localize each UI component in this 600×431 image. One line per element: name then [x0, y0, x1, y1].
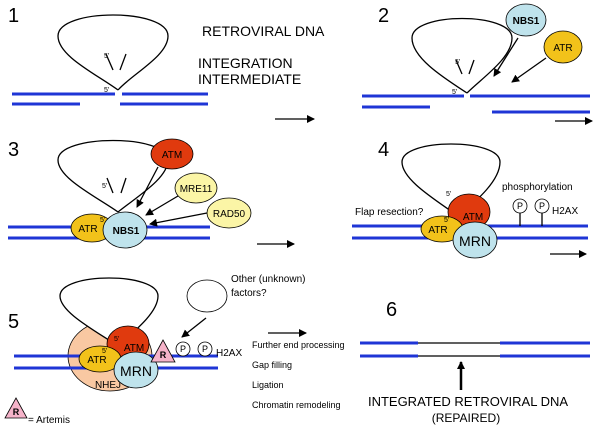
phosphate-label: P [517, 201, 523, 211]
five-prime-label: 5' [452, 89, 457, 96]
mrn-complex [452, 221, 498, 259]
nbs1-protein [505, 3, 547, 37]
five-prime-label: 5' [104, 87, 109, 94]
mre11-protein [174, 172, 218, 204]
panel-6-number: 6 [386, 299, 397, 321]
atr-label: ATR [553, 43, 572, 54]
mrn-label: MRN [120, 363, 152, 379]
viral-end-strand-1 [105, 53, 114, 71]
arrow-nbs1-binding [493, 37, 519, 77]
arrow-atm-binding [136, 166, 159, 208]
atr-protein [543, 30, 583, 64]
phosphate-group [512, 198, 528, 214]
arrow-mre11-binding [145, 195, 179, 216]
panel-5-number: 5 [8, 311, 19, 333]
artemis-legend-text: = Artemis [28, 415, 70, 426]
artemis-legend-symbol [4, 397, 28, 419]
panel-2: 2 5' 5' NBS1 ATR [362, 3, 593, 125]
phosphate-label: P [202, 344, 208, 354]
five-prime-label: 5' [104, 53, 109, 60]
atm-label: ATM [124, 343, 144, 354]
step-further-end-processing: Further end processing [252, 340, 345, 350]
phosphate-label: P [539, 201, 545, 211]
phosphate-group [534, 198, 550, 214]
arrow-atr-binding [511, 57, 547, 83]
flap-resection-label: Flap resection? [355, 207, 424, 218]
nbs1-label: NBS1 [113, 226, 140, 237]
five-prime-label: 5' [444, 217, 449, 224]
atr-label: ATR [78, 224, 97, 235]
retroviral-dna-loop [57, 139, 169, 213]
panel-6: 6 Further end processing Gap filling Lig… [252, 299, 590, 425]
mrn-complex [113, 351, 159, 389]
atm-label: ATM [162, 150, 182, 161]
retroviral-dna-loop [57, 14, 169, 91]
unknown-factors-label: factors? [231, 288, 267, 299]
atm-label: ATM [463, 212, 483, 223]
five-prime-label: 5' [446, 191, 451, 198]
viral-end-strand-1 [455, 59, 463, 75]
step-ligation: Ligation [252, 380, 284, 390]
retroviral-dna-title: RETROVIRAL DNA [202, 23, 325, 39]
panel-2-number: 2 [378, 5, 389, 27]
unknown-factors [186, 279, 228, 313]
nbs1-protein [102, 211, 148, 249]
result-subtitle: (REPAIRED) [432, 411, 500, 425]
nbs1-label: NBS1 [513, 16, 540, 27]
panel-5: 5 NHEJ ATM ATR MRN R 5' 5' P P H2AX Othe… [4, 274, 307, 426]
h2ax-label: H2AX [552, 206, 578, 217]
five-prime-label: 5' [102, 183, 107, 190]
panel-3-number: 3 [8, 139, 19, 161]
panel-4-number: 4 [378, 139, 389, 161]
mre11-label: MRE11 [180, 184, 213, 195]
phosphate-group [197, 341, 213, 357]
five-prime-label: 5' [114, 336, 119, 343]
viral-end-strand-2 [468, 59, 475, 75]
intermediate-title: INTERMEDIATE [198, 71, 301, 87]
rad50-label: RAD50 [213, 209, 246, 220]
retroviral-dna-loop [411, 17, 513, 94]
artemis-protein [150, 339, 176, 363]
result-title: INTEGRATED RETROVIRAL DNA [368, 394, 568, 409]
atr-label: ATR [428, 225, 447, 236]
mrn-label: MRN [459, 233, 491, 249]
h2ax-label: H2AX [216, 348, 242, 359]
phosphate-label: P [180, 344, 186, 354]
viral-end-strand-1 [106, 177, 114, 194]
step-chromatin-remodeling: Chromatin remodeling [252, 400, 341, 410]
viral-end-strand-2 [120, 177, 127, 194]
panel-4: 4 ATM ATR MRN 5' 5' phosphorylation Flap… [352, 139, 588, 259]
unknown-factors-label: Other (unknown) [231, 274, 305, 285]
phosphate-group [175, 341, 191, 357]
nhej-label: NHEJ [95, 380, 121, 391]
five-prime-label: 5' [455, 59, 460, 66]
atr-label: ATR [87, 355, 106, 366]
phosphorylation-label: phosphorylation [502, 182, 573, 193]
panel-3: 3 5' ATR NBS1 5' ATM MRE11 RAD50 [8, 138, 295, 249]
arrow-factor-binding [181, 317, 207, 338]
step-gap-filling: Gap filling [252, 360, 292, 370]
arrow-rad50-binding [149, 212, 208, 227]
artemis-legend-r: R [13, 407, 20, 417]
panel-1: 1 5' 5' RETROVIRAL DNA INTEGRATION INTER… [8, 5, 325, 123]
panel-1-number: 1 [8, 5, 19, 27]
artemis-label: R [160, 350, 167, 360]
integration-title: INTEGRATION [198, 55, 293, 71]
viral-end-strand-2 [119, 53, 127, 71]
five-prime-label: 5' [102, 348, 107, 355]
atm-protein [150, 138, 194, 170]
five-prime-label: 5' [100, 217, 105, 224]
